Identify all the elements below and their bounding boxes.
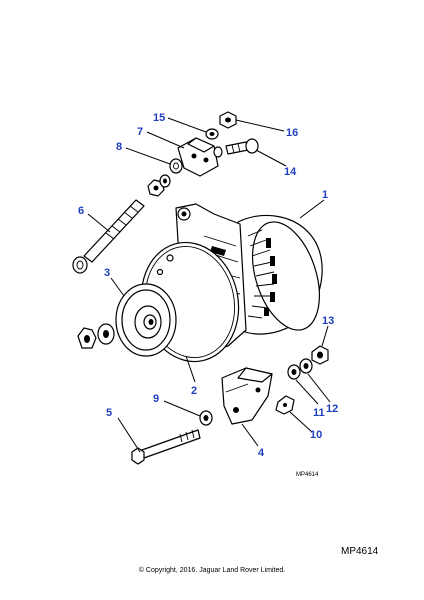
pulley xyxy=(115,283,177,357)
diagram-code-small: MP4614 xyxy=(296,472,319,478)
upper-bolt xyxy=(72,199,145,274)
callout-16: 16 xyxy=(286,127,298,139)
upper-bolt-nut xyxy=(147,174,171,197)
callout-7: 7 xyxy=(137,126,143,138)
callout-1: 1 xyxy=(322,189,328,201)
upper-nut xyxy=(219,111,237,129)
adjusting-bracket xyxy=(177,137,219,177)
callout-4: 4 xyxy=(258,447,265,459)
callout-13: 13 xyxy=(322,315,334,327)
adjusting-bolt xyxy=(213,138,259,158)
callout-5: 5 xyxy=(106,407,112,419)
pulley-washer xyxy=(97,323,115,345)
diagram-code: MP4614 xyxy=(341,546,379,557)
callout-6: 6 xyxy=(78,205,84,217)
callout-3: 3 xyxy=(104,267,110,279)
leader-lines xyxy=(87,117,331,453)
lower-washer-2 xyxy=(299,358,313,374)
callout-10: 10 xyxy=(310,429,322,441)
lower-washer-1 xyxy=(287,364,301,380)
callout-2: 2 xyxy=(191,385,197,397)
upper-washer xyxy=(205,128,219,140)
callout-11: 11 xyxy=(313,407,325,419)
callout-14: 14 xyxy=(284,166,297,178)
lower-small-bolt xyxy=(275,395,295,415)
callout-12: 12 xyxy=(326,403,338,415)
lower-nut xyxy=(311,345,329,365)
copyright-notice: © Copyright, 2016. Jaguar Land Rover Lim… xyxy=(138,567,286,574)
callout-8: 8 xyxy=(116,141,122,153)
callout-15: 15 xyxy=(153,112,165,124)
lower-bracket xyxy=(221,367,273,425)
lower-bolt-washer xyxy=(199,410,213,426)
callout-9: 9 xyxy=(153,393,159,405)
lower-bolt xyxy=(131,429,201,465)
spacer xyxy=(169,158,183,174)
pulley-nut xyxy=(77,327,97,349)
alternator-body xyxy=(140,203,323,363)
